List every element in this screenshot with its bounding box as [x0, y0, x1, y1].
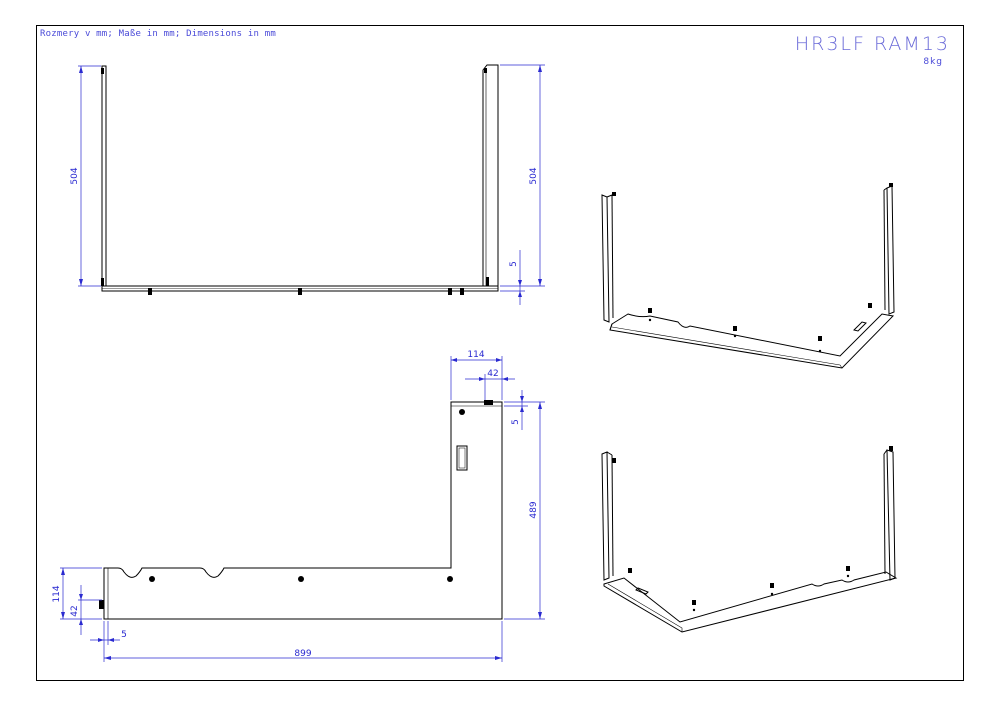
dim-top-depth: 114	[467, 350, 484, 360]
dim-front-base-thickness: 5	[509, 261, 519, 267]
dimensions-note: Rozmery v mm; Maße in mm; Dimensions in …	[40, 29, 276, 39]
front-view-dimensions	[78, 64, 545, 305]
dim-top-thickness: 5	[511, 419, 521, 425]
dim-left-thickness: 5	[121, 630, 127, 640]
top-view	[99, 400, 503, 620]
dim-total-width: 899	[294, 649, 311, 659]
iso-view-upper	[601, 183, 895, 369]
iso-view-lower	[601, 446, 898, 633]
dim-top-offset: 42	[487, 369, 498, 379]
front-view	[101, 64, 499, 295]
dim-left-depth: 114	[52, 585, 62, 602]
dim-left-offset: 42	[70, 605, 80, 616]
dim-front-right-height: 504	[529, 167, 539, 184]
part-weight: 8kg	[923, 57, 943, 67]
sheet-border	[36, 25, 964, 681]
part-code: HR3LF RAM13	[794, 33, 950, 55]
dim-top-right-depth: 489	[529, 501, 539, 518]
top-view-dimensions	[60, 356, 545, 662]
dim-front-left-height: 504	[70, 167, 80, 184]
